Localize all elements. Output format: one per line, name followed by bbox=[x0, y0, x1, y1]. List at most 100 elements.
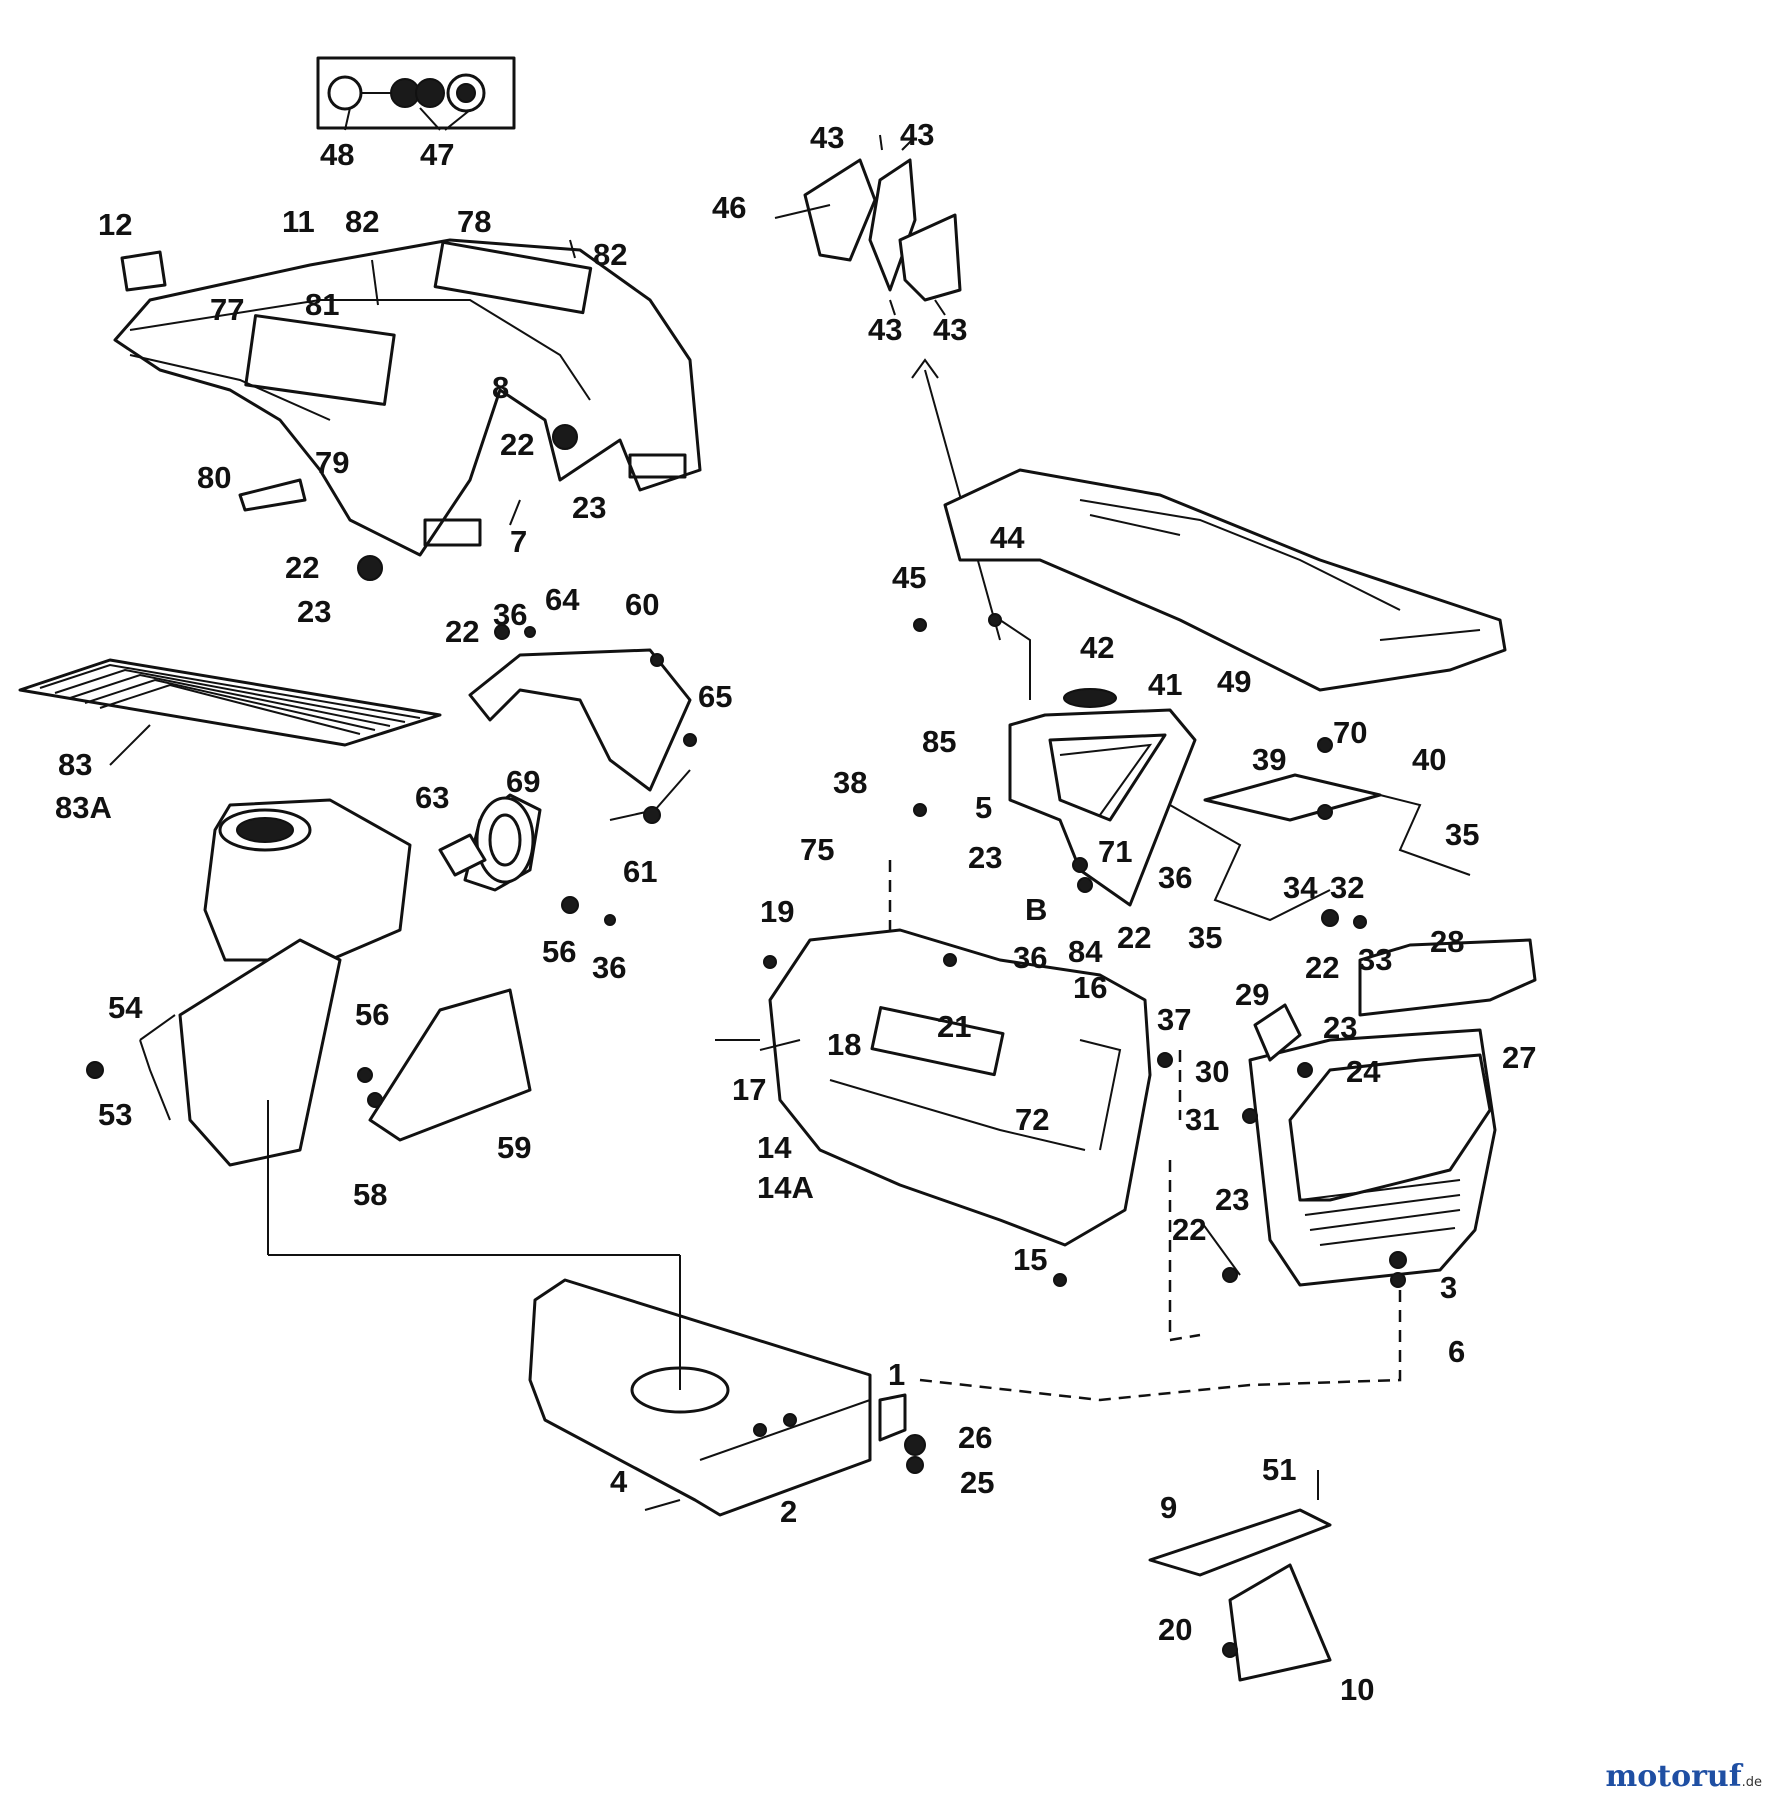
label-82: 82 bbox=[345, 204, 379, 239]
label-83: 83 bbox=[58, 747, 92, 782]
watermark-brand: motoruf bbox=[1605, 1759, 1742, 1794]
rear-fender bbox=[113, 238, 702, 581]
label-56: 56 bbox=[355, 997, 389, 1032]
label-22: 22 bbox=[445, 614, 479, 649]
label-36: 36 bbox=[592, 950, 626, 985]
label-2: 2 bbox=[780, 1494, 797, 1529]
engine-assembly bbox=[203, 648, 692, 962]
label-39: 39 bbox=[1252, 742, 1286, 777]
label-23: 23 bbox=[297, 594, 331, 629]
label-25: 25 bbox=[960, 1465, 994, 1500]
label-14A: 14A bbox=[757, 1170, 814, 1205]
label-63: 63 bbox=[415, 780, 449, 815]
label-83A: 83A bbox=[55, 790, 112, 825]
label-10: 10 bbox=[1340, 1672, 1374, 1707]
dash-tower bbox=[999, 619, 1197, 907]
label-43: 43 bbox=[900, 117, 934, 152]
label-34: 34 bbox=[1283, 870, 1318, 905]
label-30: 30 bbox=[1195, 1054, 1229, 1089]
label-35: 35 bbox=[1188, 920, 1222, 955]
label-45: 45 bbox=[892, 560, 926, 595]
motoruf-watermark: motoruf.de bbox=[1605, 1759, 1762, 1794]
label-B: B bbox=[1025, 892, 1047, 927]
label-44: 44 bbox=[990, 520, 1025, 555]
label-9: 9 bbox=[1160, 1490, 1177, 1525]
label-27: 27 bbox=[1502, 1040, 1536, 1075]
label-61: 61 bbox=[623, 854, 657, 889]
label-58: 58 bbox=[353, 1177, 387, 1212]
label-38: 38 bbox=[833, 765, 867, 800]
label-17: 17 bbox=[732, 1072, 766, 1107]
label-22: 22 bbox=[1305, 950, 1339, 985]
label-22: 22 bbox=[1172, 1212, 1206, 1247]
label-23: 23 bbox=[968, 840, 1002, 875]
label-11: 11 bbox=[282, 204, 315, 239]
label-70: 70 bbox=[1333, 715, 1367, 750]
watermark-suffix: .de bbox=[1741, 1775, 1762, 1790]
label-84: 84 bbox=[1068, 934, 1103, 969]
label-29: 29 bbox=[1235, 977, 1269, 1012]
footrest-mat bbox=[18, 658, 442, 766]
label-20: 20 bbox=[1158, 1612, 1192, 1647]
label-16: 16 bbox=[1073, 970, 1107, 1005]
hardware bbox=[86, 613, 1407, 1658]
steering-support-bar bbox=[1169, 773, 1471, 922]
seat-latch-brackets bbox=[774, 134, 1001, 641]
label-56: 56 bbox=[542, 934, 576, 969]
label-33: 33 bbox=[1358, 942, 1392, 977]
label-26: 26 bbox=[958, 1420, 992, 1455]
label-80: 80 bbox=[197, 460, 231, 495]
label-23: 23 bbox=[1323, 1010, 1357, 1045]
label-14: 14 bbox=[757, 1130, 792, 1165]
label-79: 79 bbox=[315, 445, 349, 480]
label-54: 54 bbox=[108, 990, 143, 1025]
label-72: 72 bbox=[1015, 1102, 1049, 1137]
label-36: 36 bbox=[493, 597, 527, 632]
side-shields bbox=[139, 938, 680, 1256]
label-36: 36 bbox=[1013, 940, 1047, 975]
key-switch-set bbox=[316, 56, 516, 131]
label-15: 15 bbox=[1013, 1242, 1047, 1277]
label-18: 18 bbox=[827, 1027, 861, 1062]
label-59: 59 bbox=[497, 1130, 531, 1165]
front-bracket bbox=[1148, 1470, 1332, 1682]
label-85: 85 bbox=[922, 724, 956, 759]
label-75: 75 bbox=[800, 832, 834, 867]
label-40: 40 bbox=[1412, 742, 1446, 777]
label-1: 1 bbox=[888, 1357, 905, 1392]
label-5: 5 bbox=[975, 790, 992, 825]
label-42: 42 bbox=[1080, 630, 1114, 665]
label-77: 77 bbox=[210, 292, 244, 327]
label-81: 81 bbox=[305, 287, 339, 322]
label-36: 36 bbox=[1158, 860, 1192, 895]
label-43: 43 bbox=[933, 312, 967, 347]
label-22: 22 bbox=[500, 427, 534, 462]
label-53: 53 bbox=[98, 1097, 132, 1132]
label-51: 51 bbox=[1262, 1452, 1296, 1487]
label-46: 46 bbox=[712, 190, 746, 225]
label-3: 3 bbox=[1440, 1270, 1457, 1305]
label-19: 19 bbox=[760, 894, 794, 929]
label-37: 37 bbox=[1157, 1002, 1191, 1037]
label-8: 8 bbox=[492, 370, 509, 405]
label-21: 21 bbox=[937, 1009, 971, 1044]
label-47: 47 bbox=[420, 137, 454, 172]
connection-lines bbox=[888, 860, 1402, 1402]
label-12: 12 bbox=[98, 207, 132, 242]
label-43: 43 bbox=[810, 120, 844, 155]
label-49: 49 bbox=[1217, 664, 1251, 699]
label-32: 32 bbox=[1330, 870, 1364, 905]
label-24: 24 bbox=[1346, 1054, 1381, 1089]
label-23: 23 bbox=[572, 490, 606, 525]
label-48: 48 bbox=[320, 137, 354, 172]
label-60: 60 bbox=[625, 587, 659, 622]
label-31: 31 bbox=[1185, 1102, 1219, 1137]
label-4: 4 bbox=[610, 1464, 628, 1499]
label-78: 78 bbox=[457, 204, 491, 239]
label-28: 28 bbox=[1430, 924, 1464, 959]
label-7: 7 bbox=[510, 524, 527, 559]
label-6: 6 bbox=[1448, 1334, 1465, 1369]
hood bbox=[943, 468, 1507, 692]
label-65: 65 bbox=[698, 679, 732, 714]
